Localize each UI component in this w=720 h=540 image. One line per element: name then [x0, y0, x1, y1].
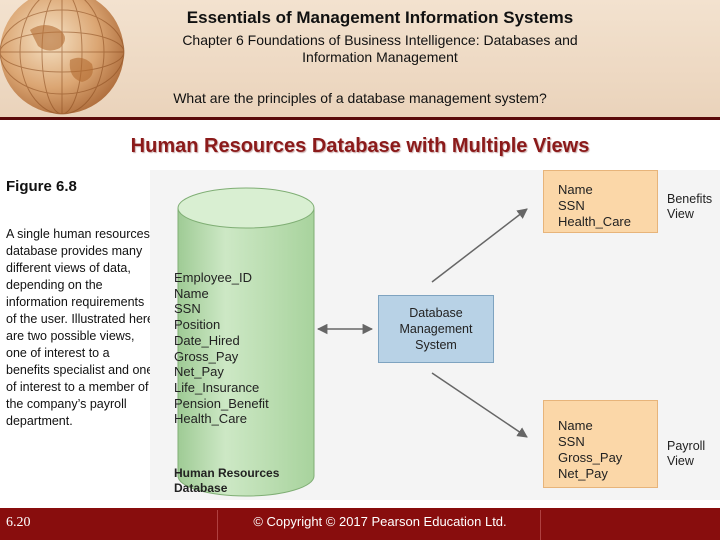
view-field: Health_Care [558, 214, 631, 229]
payroll-view-arrow [431, 372, 528, 438]
view-field: Net_Pay [558, 466, 608, 481]
db-field: Employee_ID [174, 270, 253, 285]
payroll-view-label: Payroll View [667, 439, 705, 469]
database-caption-line1: Human Resources [174, 466, 280, 480]
benefits-view-label: Benefits View [667, 192, 712, 222]
header-divider [0, 117, 720, 120]
db-field: Position [174, 317, 221, 333]
slide-footer [0, 508, 720, 540]
payroll-view-box: Name SSN Gross_Pay Net_Pay [543, 400, 658, 488]
view-field: Name [558, 418, 593, 433]
dbms-label-line3: System [415, 338, 457, 352]
db-field: Gross_Pay [174, 348, 239, 364]
database-caption: Human Resources Database [174, 466, 279, 496]
globe-icon [0, 0, 125, 115]
slide-number: 6.20 [6, 515, 31, 530]
payroll-view-label-line1: Payroll [667, 439, 706, 453]
slide-header: Essentials of Management Information Sys… [0, 0, 720, 117]
chapter-subtitle-line1: Chapter 6 Foundations of Business Intell… [182, 32, 578, 48]
db-field: Pension_Benefit [174, 395, 269, 411]
db-field: Net_Pay [174, 364, 224, 380]
db-field: SSN [174, 301, 201, 317]
dbms-label-line1: Database [409, 306, 463, 320]
db-field: Health_Care [174, 411, 247, 427]
view-field: Name [558, 182, 593, 197]
payroll-view-label-line2: View [667, 454, 694, 468]
footer-divider [217, 510, 218, 540]
benefits-view-box: Name SSN Health_Care [543, 170, 658, 233]
db-field: Name [174, 285, 209, 301]
slide-title: Human Resources Database with Multiple V… [130, 135, 590, 157]
chapter-subtitle: Chapter 6 Foundations of Business Intell… [120, 32, 640, 66]
view-field: Gross_Pay [558, 450, 623, 465]
database-field-list: Employee_ID Name SSN Position Date_Hired… [174, 270, 269, 427]
benefits-view-arrow [431, 208, 528, 283]
footer-divider [540, 510, 541, 540]
section-question: What are the principles of a database ma… [173, 90, 547, 106]
figure-caption: A single human resources database provid… [6, 227, 155, 428]
dbms-label-line2: Management [399, 322, 473, 336]
figure-label: Figure 6.8 [6, 178, 77, 195]
copyright-notice: © Copyright © 2017 Pearson Education Ltd… [253, 514, 507, 529]
chapter-subtitle-line2: Information Management [302, 49, 458, 65]
db-field: Life_Insurance [174, 379, 260, 395]
view-field: SSN [558, 198, 585, 213]
database-cylinder [177, 187, 315, 497]
db-field: Date_Hired [174, 332, 240, 348]
benefits-view-label-line2: View [667, 207, 694, 221]
course-title: Essentials of Management Information Sys… [186, 8, 574, 27]
dbms-box: Database Management System [378, 295, 494, 363]
view-field: SSN [558, 434, 585, 449]
benefits-view-label-line1: Benefits [667, 192, 713, 206]
database-caption-line2: Database [174, 481, 228, 495]
